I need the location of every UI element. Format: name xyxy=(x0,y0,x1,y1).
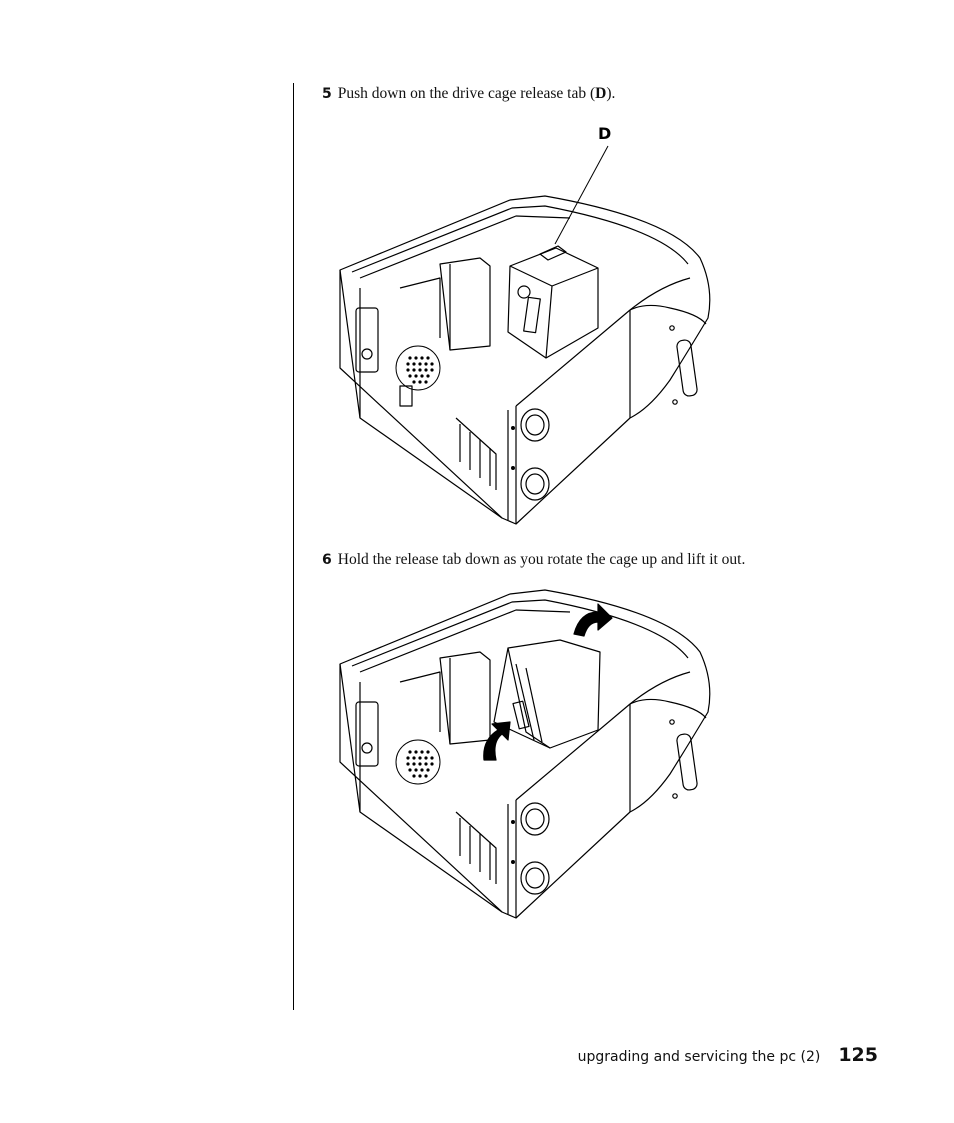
figure-drive-cage-release-tab: D xyxy=(330,118,720,530)
step-6-number: 6 xyxy=(322,552,332,568)
step-6-text: Hold the release tab down as you rotate … xyxy=(337,551,746,568)
footer-section-title: upgrading and servicing the pc (2) xyxy=(577,1049,821,1065)
step-6-instruction: 6 Hold the release tab down as you rotate… xyxy=(322,551,745,569)
step-5-callout-ref: D xyxy=(595,85,607,102)
page-number: 125 xyxy=(838,1044,878,1066)
page-footer: upgrading and servicing the pc (2) 125 xyxy=(578,1044,878,1066)
step-5-text-end: ). xyxy=(606,85,616,102)
margin-rule xyxy=(293,83,294,1010)
step-5-text: Push down on the drive cage release tab … xyxy=(337,85,596,102)
step-5-number: 5 xyxy=(322,86,332,102)
step-5-instruction: 5 Push down on the drive cage release tab… xyxy=(322,85,615,103)
callout-d-label: D xyxy=(598,124,611,143)
figure-rotate-and-lift-cage xyxy=(330,582,720,927)
